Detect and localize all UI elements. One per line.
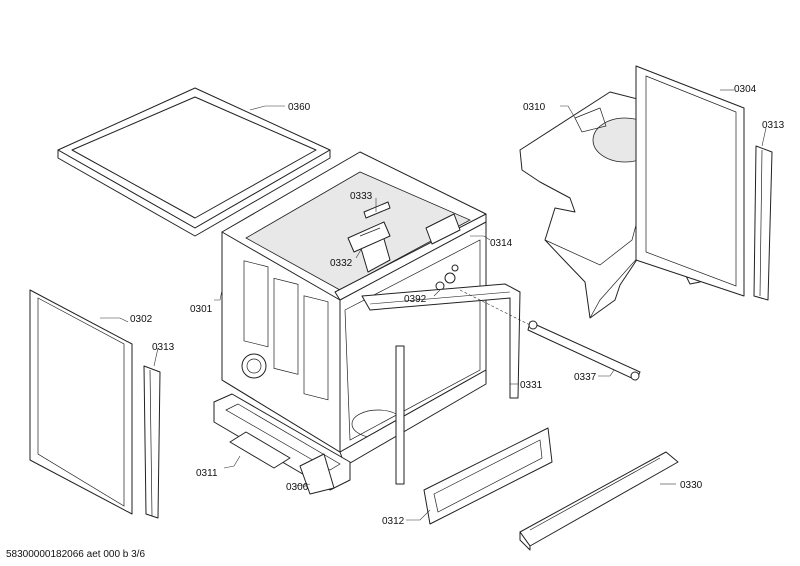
part-kick-plate xyxy=(423,427,553,525)
label-0360: 0360 xyxy=(288,102,311,113)
part-tub-frame xyxy=(221,151,487,467)
label-0310: 0310 xyxy=(523,102,546,113)
part-worktop-cover xyxy=(57,87,331,237)
document-reference: 58300000182066 aet 000 b 3/6 xyxy=(6,549,146,560)
label-0312: 0312 xyxy=(382,516,405,527)
part-bracket-0332 xyxy=(347,221,391,253)
label-0331: 0331 xyxy=(520,380,543,391)
label-0302: 0302 xyxy=(130,314,153,325)
part-side-panel-left xyxy=(29,289,133,515)
part-base xyxy=(213,393,351,495)
part-strip-right xyxy=(753,145,773,301)
part-bracket-0333 xyxy=(363,201,391,219)
label-0301: 0301 xyxy=(190,304,213,315)
label-0313-left: 0313 xyxy=(152,342,175,353)
label-0311: 0311 xyxy=(196,468,218,479)
label-0330: 0330 xyxy=(680,480,703,491)
label-0332: 0332 xyxy=(330,258,353,269)
part-side-panel-right xyxy=(635,65,745,297)
label-0337: 0337 xyxy=(574,372,597,383)
label-0306: 0306 xyxy=(286,482,309,493)
part-cover-strip xyxy=(519,451,679,551)
label-0313-top: 0313 xyxy=(762,120,785,131)
label-0314: 0314 xyxy=(490,238,513,249)
part-rail-frame xyxy=(361,283,521,485)
leader-lines xyxy=(100,89,767,521)
label-0333: 0333 xyxy=(350,191,373,202)
label-0304: 0304 xyxy=(734,84,757,95)
part-strip-left xyxy=(143,365,161,519)
label-0392: 0392 xyxy=(404,294,427,305)
part-rod xyxy=(459,289,641,381)
part-fitting-0392 xyxy=(435,264,459,291)
